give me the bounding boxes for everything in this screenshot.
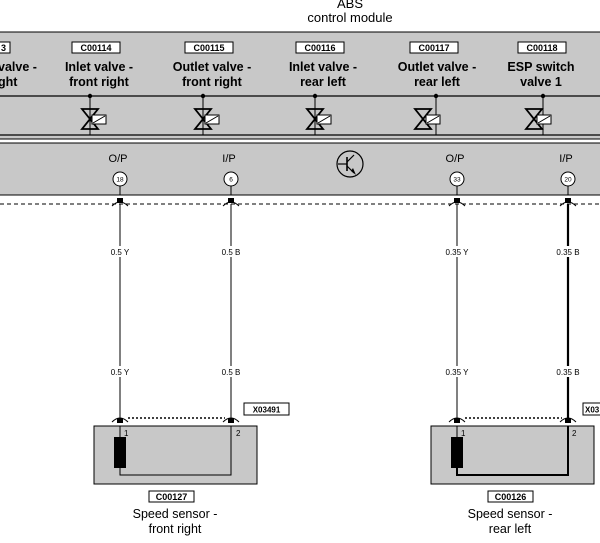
code-box [184, 41, 234, 54]
solenoid-valve-icon [193, 108, 220, 130]
sensor-coil-icon [114, 437, 126, 468]
code-box [71, 41, 121, 54]
connector-x03-partial: X03 [448, 402, 600, 423]
pin-18: O/P 18 [109, 153, 128, 195]
wire-label: 0.5 Y [111, 248, 130, 257]
sensor-pin-1: 1 [124, 429, 129, 438]
valve-code: C00115 [193, 43, 224, 53]
module-title-line1: ABS [337, 0, 363, 11]
valve-code: C00116 [304, 43, 335, 53]
valve-column-partial: 3 valve - ght [0, 41, 37, 89]
sensor-label-line1: Speed sensor - [133, 507, 218, 521]
sensor-pin-2: 2 [236, 429, 241, 438]
valve-label-line1: Inlet valve - [65, 60, 133, 74]
wire-label: 0.5 Y [111, 368, 130, 377]
connector-code: X03 [585, 406, 600, 415]
valve-label-line2: valve 1 [520, 75, 562, 89]
module-title-line2: control module [307, 10, 392, 25]
valve-code: C00114 [80, 43, 111, 53]
valve-code: C00117 [418, 43, 449, 53]
pin-33: O/P 33 [446, 153, 465, 195]
pin-number: 6 [229, 177, 233, 184]
speed-sensor-rear-left: 1 2 C00126 Speed sensor - rear left [430, 425, 595, 536]
solenoid-valve-icon [524, 108, 552, 130]
wire-label: 0.5 B [222, 248, 241, 257]
sensor-pin-1: 1 [461, 429, 466, 438]
wire-label: 0.5 B [222, 368, 241, 377]
sensor-label-line1: Speed sensor - [468, 507, 553, 521]
solenoid-valve-icon [80, 108, 107, 130]
valve-label-line1: ESP switch [507, 60, 574, 74]
connector-code: X03491 [253, 406, 281, 415]
valve-column-outlet-rear-left: C00117 Outlet valve - rear left [398, 41, 477, 135]
sensor-label-line2: front right [149, 522, 202, 536]
pin-20: I/P 20 [559, 153, 576, 195]
pin-type-label: I/P [222, 153, 235, 165]
wire-label: 0.35 B [556, 368, 579, 377]
valve-label-line1: Inlet valve - [289, 60, 357, 74]
code-box [517, 41, 567, 54]
pin-number: 18 [116, 177, 124, 184]
code-box [0, 41, 11, 54]
valve-column-inlet-front-right: C00114 Inlet valve - front right [65, 41, 133, 135]
valve-label-line1: Outlet valve - [398, 60, 477, 74]
valve-label-line1: valve - [0, 60, 37, 74]
code-box [295, 41, 345, 54]
valve-column-outlet-front-right: C00115 Outlet valve - front right [173, 41, 252, 135]
wire-labels-upper: 0.5 Y 0.5 B 0.35 Y 0.35 B [104, 246, 586, 257]
module-connector-terminals [111, 198, 577, 207]
connector-x03491: X03491 [111, 402, 290, 423]
solenoid-valve-icon [305, 108, 332, 130]
valve-label-line1: Outlet valve - [173, 60, 252, 74]
code-box [409, 41, 459, 54]
sensor-code: C00127 [156, 492, 188, 502]
valve-label-line2: rear left [300, 75, 347, 89]
pin-number: 33 [453, 177, 461, 184]
partial-code: 3 [1, 43, 6, 53]
sensor-coil-icon [451, 437, 463, 468]
valve-label-line2: rear left [414, 75, 461, 89]
pin-type-label: O/P [109, 153, 128, 165]
solenoid-valve-icon [413, 108, 441, 130]
pin-type-label: I/P [559, 153, 572, 165]
sensor-label-line2: rear left [489, 522, 532, 536]
pin-number: 20 [564, 177, 572, 184]
valve-label-line2: front right [69, 75, 130, 89]
sensor-pin-2: 2 [572, 429, 577, 438]
speed-sensor-front-right: 1 2 C00127 Speed sensor - front right [93, 425, 258, 536]
wire-label: 0.35 Y [446, 368, 470, 377]
valve-column-esp-switch-valve-1: C00118 ESP switch valve 1 [507, 41, 575, 135]
sensor-code: C00126 [495, 492, 527, 502]
abs-module-lower-section [0, 142, 600, 196]
wire-labels-lower: 0.5 Y 0.5 B 0.35 Y 0.35 B [104, 366, 586, 377]
valve-code: C00118 [526, 43, 557, 53]
valve-label-line2: front right [182, 75, 243, 89]
valve-label-line2: ght [0, 75, 18, 89]
valve-column-inlet-rear-left: C00116 Inlet valve - rear left [289, 41, 357, 135]
wire-label: 0.35 Y [446, 248, 470, 257]
transistor-icon [336, 150, 364, 178]
wire-label: 0.35 B [556, 248, 579, 257]
pin-type-label: O/P [446, 153, 465, 165]
pin-6: I/P 6 [222, 153, 239, 195]
